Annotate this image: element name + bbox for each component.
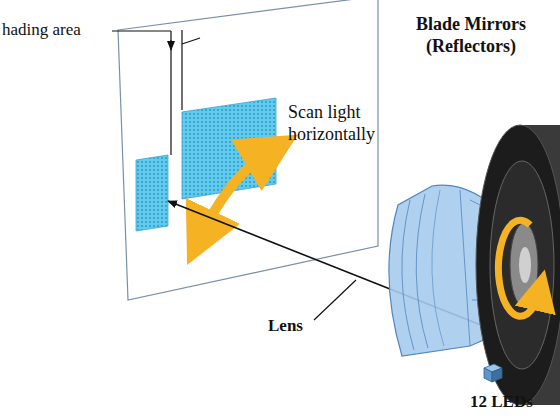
screen bbox=[118, 0, 378, 300]
scan-arrow bbox=[200, 150, 272, 238]
part-label: hading area bbox=[2, 20, 81, 40]
part-label: Blade Mirrors (Reflectors) bbox=[390, 14, 552, 57]
leader-line bbox=[314, 280, 356, 320]
led bbox=[484, 364, 502, 382]
light-pattern bbox=[136, 155, 168, 231]
part-label: 12 LEDs bbox=[470, 392, 533, 412]
note-label: Scan light horizontally bbox=[288, 102, 400, 145]
shading-dimension bbox=[112, 30, 200, 155]
blade-mirror bbox=[476, 125, 560, 405]
part-label: Lens bbox=[268, 316, 303, 336]
